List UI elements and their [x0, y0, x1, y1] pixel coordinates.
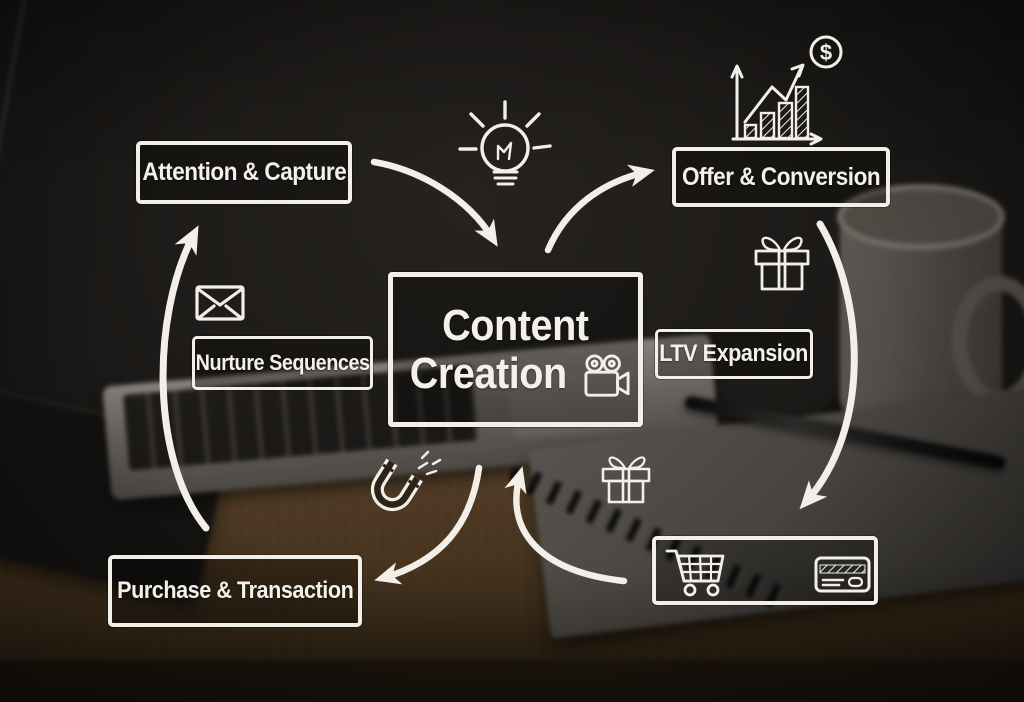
purchase-transaction-box: Purchase & Transaction — [108, 555, 362, 627]
offer-conversion-box: Offer & Conversion — [672, 147, 890, 207]
ltv-expansion-label: LTV Expansion — [659, 340, 809, 367]
content-creation-line1: Content — [442, 300, 589, 350]
content-creation-box: Content Creation — [388, 272, 643, 427]
content-creation-line2: Creation — [409, 348, 567, 398]
attention-capture-label: Attention & Capture — [142, 158, 346, 186]
nurture-sequences-label: Nurture Sequences — [195, 350, 370, 375]
ltv-expansion-box: LTV Expansion — [655, 329, 813, 379]
mug-handle — [952, 276, 1024, 406]
desk-front-edge — [0, 660, 1024, 702]
checkout-icons-box — [652, 536, 878, 605]
video-camera-icon — [584, 354, 630, 397]
mug-rim — [837, 184, 1005, 250]
offer-conversion-label: Offer & Conversion — [681, 162, 881, 191]
nurture-sequences-box: Nurture Sequences — [192, 336, 373, 390]
attention-capture-box: Attention & Capture — [136, 141, 352, 204]
purchase-transaction-label: Purchase & Transaction — [116, 577, 354, 604]
coffee-mug — [837, 184, 1024, 423]
